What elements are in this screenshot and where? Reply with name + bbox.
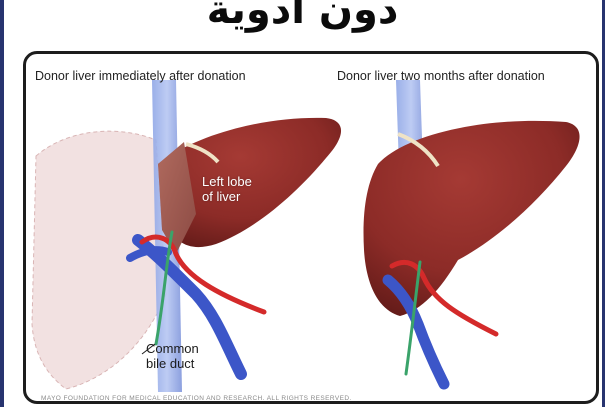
bile-duct-label-line2: bile duct bbox=[146, 356, 216, 371]
liver-illustration bbox=[26, 54, 596, 401]
left-lobe-label-line2: of liver bbox=[202, 189, 282, 204]
headline-text: دون ادوية bbox=[0, 0, 605, 34]
bile-duct-label: Common bile duct bbox=[146, 341, 216, 371]
left-lobe-label: Left lobe of liver bbox=[202, 174, 282, 204]
right-panel-caption: Donor liver two months after donation bbox=[337, 69, 545, 83]
left-lobe-label-line1: Left lobe bbox=[202, 174, 282, 189]
liver-illustration-card: Donor liver immediately after donation D… bbox=[23, 51, 599, 404]
left-frame-edge bbox=[0, 0, 4, 407]
copyright-notice: MAYO FOUNDATION FOR MEDICAL EDUCATION AN… bbox=[41, 395, 352, 402]
bile-duct-label-line1: Common bbox=[146, 341, 216, 356]
left-panel-caption: Donor liver immediately after donation bbox=[35, 69, 246, 83]
